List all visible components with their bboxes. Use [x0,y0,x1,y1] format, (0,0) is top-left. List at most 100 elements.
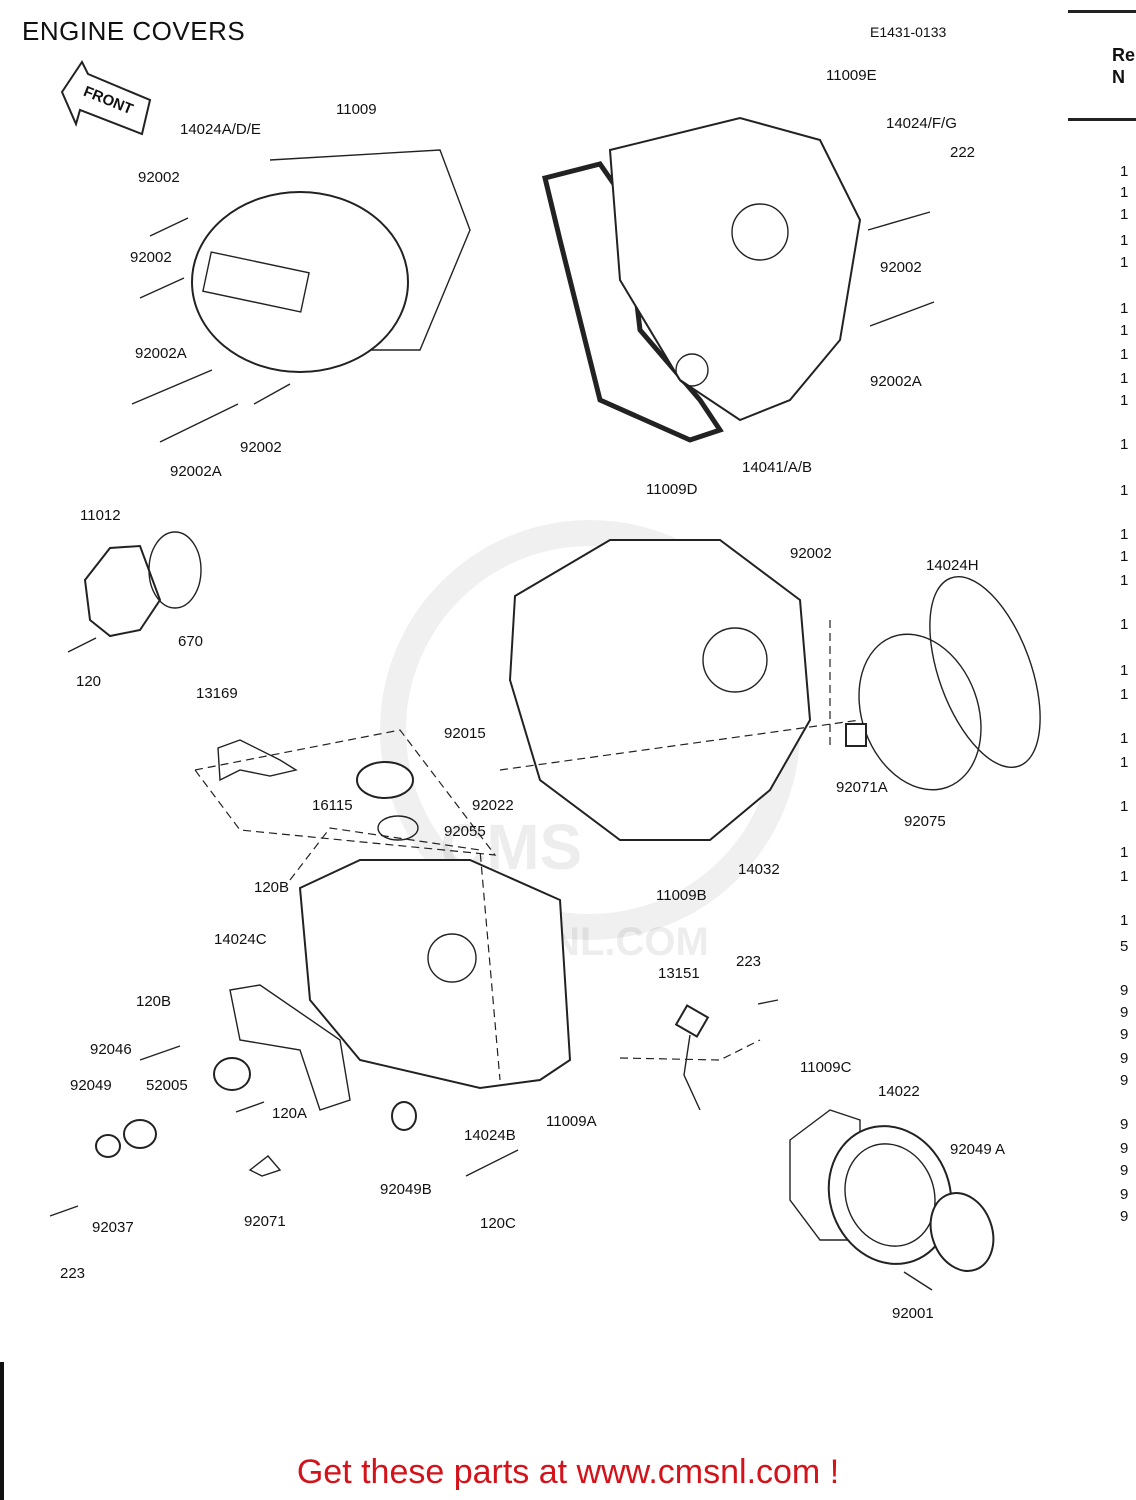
table-row: 1 [1120,912,1129,929]
table-row: 1 [1120,730,1129,747]
callout-label: 92071A [836,779,888,796]
filler-cap [356,761,419,841]
callout-label: 14024H [926,557,979,574]
table-row: 1 [1120,616,1129,633]
o-rings [845,576,1041,791]
table-row: 9 [1120,1116,1129,1133]
callout-label: 120 [76,673,101,690]
table-header: Re N [1112,44,1135,88]
table-header-line-2: N [1112,67,1125,87]
callout-label: 92049B [380,1181,432,1198]
table-header-line-1: Re [1112,45,1136,65]
sprocket-cover [789,1109,995,1291]
callout-label: 14024A/D/E [180,121,261,138]
callout-label: 92002 [240,439,282,456]
shift-parts [49,984,519,1217]
pump-cover [67,531,202,653]
callout-label: 92071 [244,1213,286,1230]
callout-label: 92055 [444,823,486,840]
callout-label: 13151 [658,965,700,982]
left-edge-bar [0,1362,4,1500]
table-row: 9 [1120,1186,1129,1203]
callout-label: 14024C [214,931,267,948]
table-row: 1 [1120,754,1129,771]
diagram-code: E1431-0133 [870,24,947,40]
callout-label: 11009D [646,481,698,498]
table-row: 5 [1120,938,1129,955]
table-row: 1 [1120,163,1129,180]
table-row: 1 [1120,686,1129,703]
callout-label: 11009 [336,101,377,118]
callout-label: 223 [736,953,761,970]
callout-label: 52005 [146,1077,188,1094]
table-row: 1 [1120,254,1129,271]
callout-label: 92049 A [950,1141,1005,1158]
clutch-cover [499,539,861,841]
table-row: 1 [1120,868,1129,885]
callout-label: 16115 [312,797,353,814]
table-row: 9 [1120,1208,1129,1225]
table-row: 1 [1120,322,1129,339]
callout-label: 14032 [738,861,780,878]
table-row: 1 [1120,392,1129,409]
callout-label: 11009C [800,1059,852,1076]
callout-label: 14041/A/B [742,459,812,476]
table-row: 1 [1120,572,1129,589]
callout-label: 120A [272,1105,307,1122]
callout-label: 92002 [138,169,180,186]
callout-label: 92022 [472,797,514,814]
table-row: 1 [1120,206,1129,223]
breather-plate [193,729,497,856]
left-engine-cover [191,149,471,373]
callout-label: 14024/F/G [886,115,957,132]
callout-label: 92002 [130,249,172,266]
table-row: 1 [1120,482,1129,499]
callout-label: 92001 [892,1305,934,1322]
left-bolts [131,217,291,443]
callout-label: 11012 [80,507,121,524]
table-row: 9 [1120,1050,1129,1067]
table-row: 1 [1120,526,1129,543]
neutral-switch [619,999,779,1111]
table-row: 1 [1120,346,1129,363]
callout-label: 222 [950,144,975,161]
table-row: 9 [1120,982,1129,999]
table-row: 1 [1120,370,1129,387]
table-row: 1 [1120,548,1129,565]
callout-label: 14022 [878,1083,920,1100]
lower-case-cover [289,827,572,1090]
callout-label: 92049 [70,1077,112,1094]
callout-label: 92002A [135,345,187,362]
callout-label: 11009E [826,67,877,84]
front-arrow-icon: FRONT [60,60,152,136]
callout-label: 223 [60,1265,85,1282]
page-title: ENGINE COVERS [22,16,246,46]
table-row: 1 [1120,300,1129,317]
table-row: 1 [1120,436,1129,453]
table-row: 9 [1120,1140,1129,1157]
callout-label: 120C [480,1215,516,1232]
table-row: 1 [1120,184,1129,201]
table-row: 9 [1120,1026,1129,1043]
callout-label: 670 [178,633,203,650]
callout-label: 13169 [196,685,238,702]
callout-label: 14024B [464,1127,516,1144]
callout-label: 92037 [92,1219,134,1236]
callout-label: 92015 [444,725,486,742]
callout-label: 92002 [790,545,832,562]
callout-label: 92002A [870,373,922,390]
callout-label: 11009B [656,887,707,904]
callout-label: 92002 [880,259,922,276]
callout-label: 120B [254,879,289,896]
table-row: 1 [1120,662,1129,679]
right-engine-cover [541,116,935,443]
callout-label: 92075 [904,813,946,830]
table-row: 9 [1120,1162,1129,1179]
callout-label: 120B [136,993,171,1010]
callout-label: 92002A [170,463,222,480]
table-row: 1 [1120,232,1129,249]
table-top-rule [1068,10,1136,13]
table-row: 9 [1120,1072,1129,1089]
